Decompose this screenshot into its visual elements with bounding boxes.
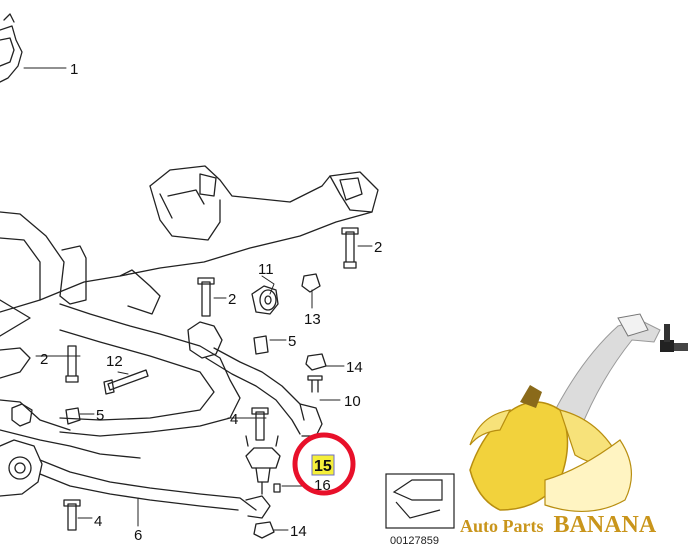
callout-14-upper: 14	[346, 359, 363, 376]
ball-joint-drawing	[245, 435, 281, 495]
engine-mount-drawing	[0, 13, 23, 83]
callout-5-right: 5	[288, 333, 296, 350]
reference-number: 00127859	[390, 535, 439, 547]
callout-labels: 1 2 2 2 4 4 5 5 6 10 11 12 13 14 14 16	[40, 61, 382, 544]
arrow-icon	[392, 479, 443, 519]
callout-10: 10	[344, 393, 361, 410]
bolt-drawings	[63, 227, 359, 539]
highlighted-part-callout[interactable]: 15	[292, 432, 356, 496]
brand-name-part1: Auto Parts	[460, 516, 544, 536]
callout-15: 15	[314, 458, 332, 475]
callout-2-upper-bolt: 2	[374, 239, 382, 256]
leader-lines	[23, 67, 373, 531]
callout-4-bottom: 4	[94, 513, 102, 530]
control-arm-product-icon	[549, 313, 688, 431]
callout-12: 12	[106, 353, 123, 370]
callout-6: 6	[134, 527, 142, 544]
reference-box: 00127859	[385, 473, 455, 547]
control-arm-drawing	[187, 321, 323, 437]
highlight-circle	[292, 432, 356, 496]
callout-2-left-bolt: 2	[40, 351, 48, 368]
brand-name: Auto Parts BANANA	[460, 512, 657, 538]
callout-4-right: 4	[230, 411, 238, 428]
tension-strut-drawing	[39, 459, 271, 519]
callout-16: 16	[314, 477, 331, 494]
callout-2-middle-bolt: 2	[228, 291, 236, 308]
callout-5-left: 5	[96, 407, 104, 424]
banana-icon	[469, 385, 633, 512]
subframe-crossmember-drawing	[0, 165, 379, 379]
left-bushing-drawing	[0, 403, 43, 497]
brand-name-part2: BANANA	[554, 512, 657, 538]
highlight-tag	[311, 454, 335, 476]
rubber-bushing-drawing	[251, 285, 279, 315]
callout-1: 1	[70, 61, 78, 78]
subframe-lower-plate-drawing	[0, 303, 241, 459]
callout-14-lower: 14	[290, 523, 307, 540]
callout-11: 11	[258, 261, 274, 278]
brand-watermark: Auto Parts BANANA	[460, 313, 688, 538]
callout-13: 13	[304, 311, 321, 328]
